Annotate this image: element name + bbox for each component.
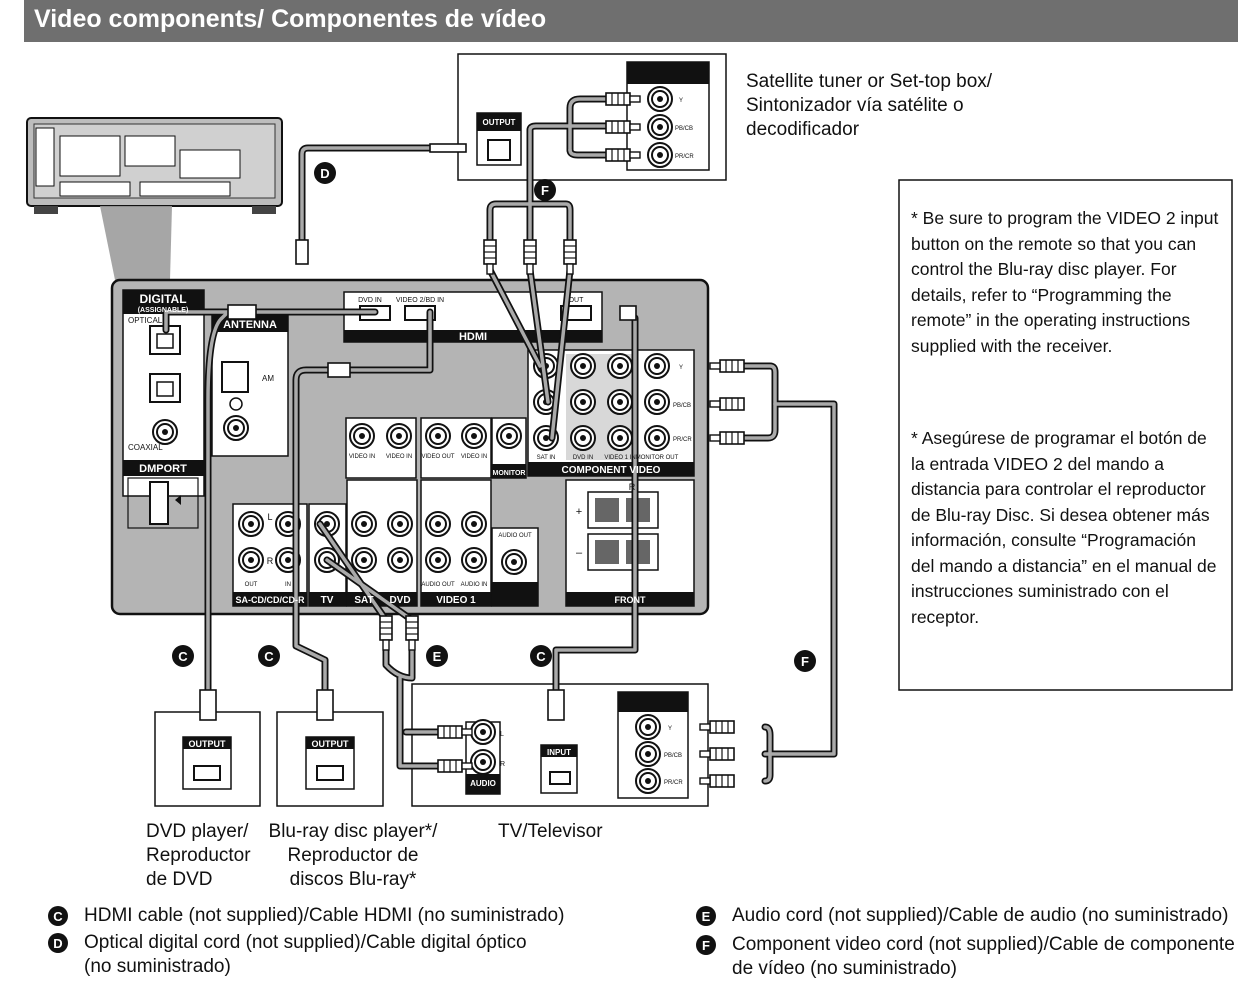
legend-f-text: Component video cord (not supplied)/Cabl… — [732, 934, 1235, 979]
label-video1: VIDEO 1 — [436, 595, 476, 606]
label-dvd-output: OUTPUT — [189, 739, 227, 749]
bluray-caption: Blu-ray disc player*/ Reproductor de dis… — [268, 821, 438, 890]
label-antenna: ANTENNA — [223, 319, 277, 331]
label-pr: PR/CR — [673, 437, 692, 443]
plugs — [199, 92, 745, 788]
badge-c-2: C — [258, 645, 280, 667]
legend-d-text: Optical digital cord (not supplied)/Cabl… — [84, 932, 527, 977]
bluray-player-device — [276, 711, 384, 807]
label-digital: DIGITAL — [139, 292, 186, 306]
svg-text:F: F — [541, 183, 549, 198]
note-spanish: * Asegúrese de programar el botón de la … — [911, 428, 1217, 627]
label-minus: – — [576, 547, 583, 559]
label-tv-jack: TV — [321, 595, 334, 606]
label-sat-jack: SAT — [354, 595, 373, 606]
label-tv-input: INPUT — [547, 748, 571, 757]
svg-text:C: C — [536, 649, 546, 664]
label-sat-pb: PB/CB — [675, 126, 693, 132]
badge-f-right: F — [794, 650, 816, 672]
label-coaxial: COAXIAL — [128, 443, 163, 452]
label-tv-y: Y — [668, 726, 672, 732]
label-video-in-3: VIDEO IN — [461, 454, 487, 460]
dvd-caption: DVD player/ Reproductor de DVD — [146, 821, 251, 890]
label-video1-in: VIDEO 1 IN — [604, 455, 635, 461]
svg-text:E: E — [702, 909, 711, 924]
label-optical: OPTICAL — [128, 316, 163, 325]
section-title: Video components/ Componentes de vídeo — [34, 5, 547, 33]
cable-badges: D F C C E C F C D E F — [48, 162, 816, 955]
label-video-in-2: VIDEO IN — [386, 454, 412, 460]
label-sacd: SA-CD/CD/CD-R — [236, 595, 305, 605]
label-front-r: R — [629, 482, 636, 492]
svg-text:C: C — [53, 909, 63, 924]
legend-badge-c: C — [48, 906, 68, 926]
label-hdmi-video2: VIDEO 2/BD IN — [396, 297, 444, 304]
label-audio-in: AUDIO IN — [461, 582, 488, 588]
label-assignable: (ASSIGNABLE) — [138, 307, 189, 314]
badge-f-top: F — [534, 179, 556, 201]
label-y: Y — [679, 365, 683, 371]
label-in: IN — [285, 582, 291, 588]
receiver-thumbnail — [26, 117, 283, 280]
label-front: FRONT — [615, 595, 646, 605]
label-hdmi-dvd-in: DVD IN — [358, 297, 382, 304]
label-hdmi: HDMI — [459, 331, 487, 343]
label-pb: PB/CB — [673, 403, 691, 409]
label-audio-out: AUDIO OUT — [498, 533, 532, 539]
svg-text:C: C — [178, 649, 188, 664]
svg-text:D: D — [320, 166, 329, 181]
label-out: OUT — [245, 582, 258, 588]
satellite-caption: Satellite tuner or Set-top box/ Sintoniz… — [746, 71, 993, 140]
satellite-tuner-device — [457, 53, 727, 181]
legend-badge-d: D — [48, 933, 68, 953]
svg-text:F: F — [801, 654, 809, 669]
note-english: * Be sure to program the VIDEO 2 input b… — [911, 208, 1219, 356]
label-monitor: MONITOR — [493, 470, 526, 477]
label-dvd-in-jack: DVD IN — [573, 455, 593, 461]
badge-d: D — [314, 162, 336, 184]
svg-text:F: F — [702, 938, 710, 953]
note-box — [898, 179, 1233, 691]
label-tv-pr: PR/CR — [664, 780, 683, 786]
svg-text:C: C — [264, 649, 274, 664]
dvd-player-device — [154, 711, 261, 807]
label-tv-audio: AUDIO — [470, 779, 496, 788]
label-dmport: DMPORT — [139, 463, 187, 475]
label-audio-out-2: AUDIO OUT — [421, 582, 455, 588]
tv-caption: TV/Televisor — [498, 821, 603, 842]
label-video-out: VIDEO OUT — [421, 454, 454, 460]
receiver-rear-panel — [110, 278, 710, 616]
badge-e: E — [426, 645, 448, 667]
label-tv-pb: PB/CB — [664, 753, 682, 759]
label-sat-pr: PR/CR — [675, 154, 694, 160]
legend-badge-e: E — [696, 906, 716, 926]
section-title-bar: Video components/ Componentes de vídeo — [24, 0, 1238, 42]
cables — [162, 95, 838, 785]
legend-badge-f: F — [696, 935, 716, 955]
label-am: AM — [262, 374, 274, 383]
label-sat-in-jack: SAT IN — [537, 455, 556, 461]
label-component-video: COMPONENT VIDEO — [562, 465, 661, 476]
svg-text:D: D — [53, 936, 62, 951]
label-sat-y: Y — [679, 98, 683, 104]
legend-e-text: Audio cord (not supplied)/Cable de audio… — [732, 905, 1229, 926]
badge-c-3: C — [530, 645, 552, 667]
label-bd-output: OUTPUT — [312, 739, 350, 749]
label-dvd-jack: DVD — [389, 595, 410, 606]
label-r: R — [267, 556, 274, 566]
label-monitor-out: MONITOR OUT — [636, 455, 679, 461]
svg-text:E: E — [433, 649, 442, 664]
label-video-in-1: VIDEO IN — [349, 454, 375, 460]
label-l: L — [267, 512, 272, 522]
label-tv-l: L — [500, 731, 504, 738]
label-sat-output: OUTPUT — [483, 118, 516, 127]
label-hdmi-out: OUT — [569, 297, 585, 304]
label-plus: + — [576, 506, 582, 518]
badge-c-1: C — [172, 645, 194, 667]
label-tv-r: R — [500, 761, 505, 768]
legend-c-text: HDMI cable (not supplied)/Cable HDMI (no… — [84, 905, 565, 926]
